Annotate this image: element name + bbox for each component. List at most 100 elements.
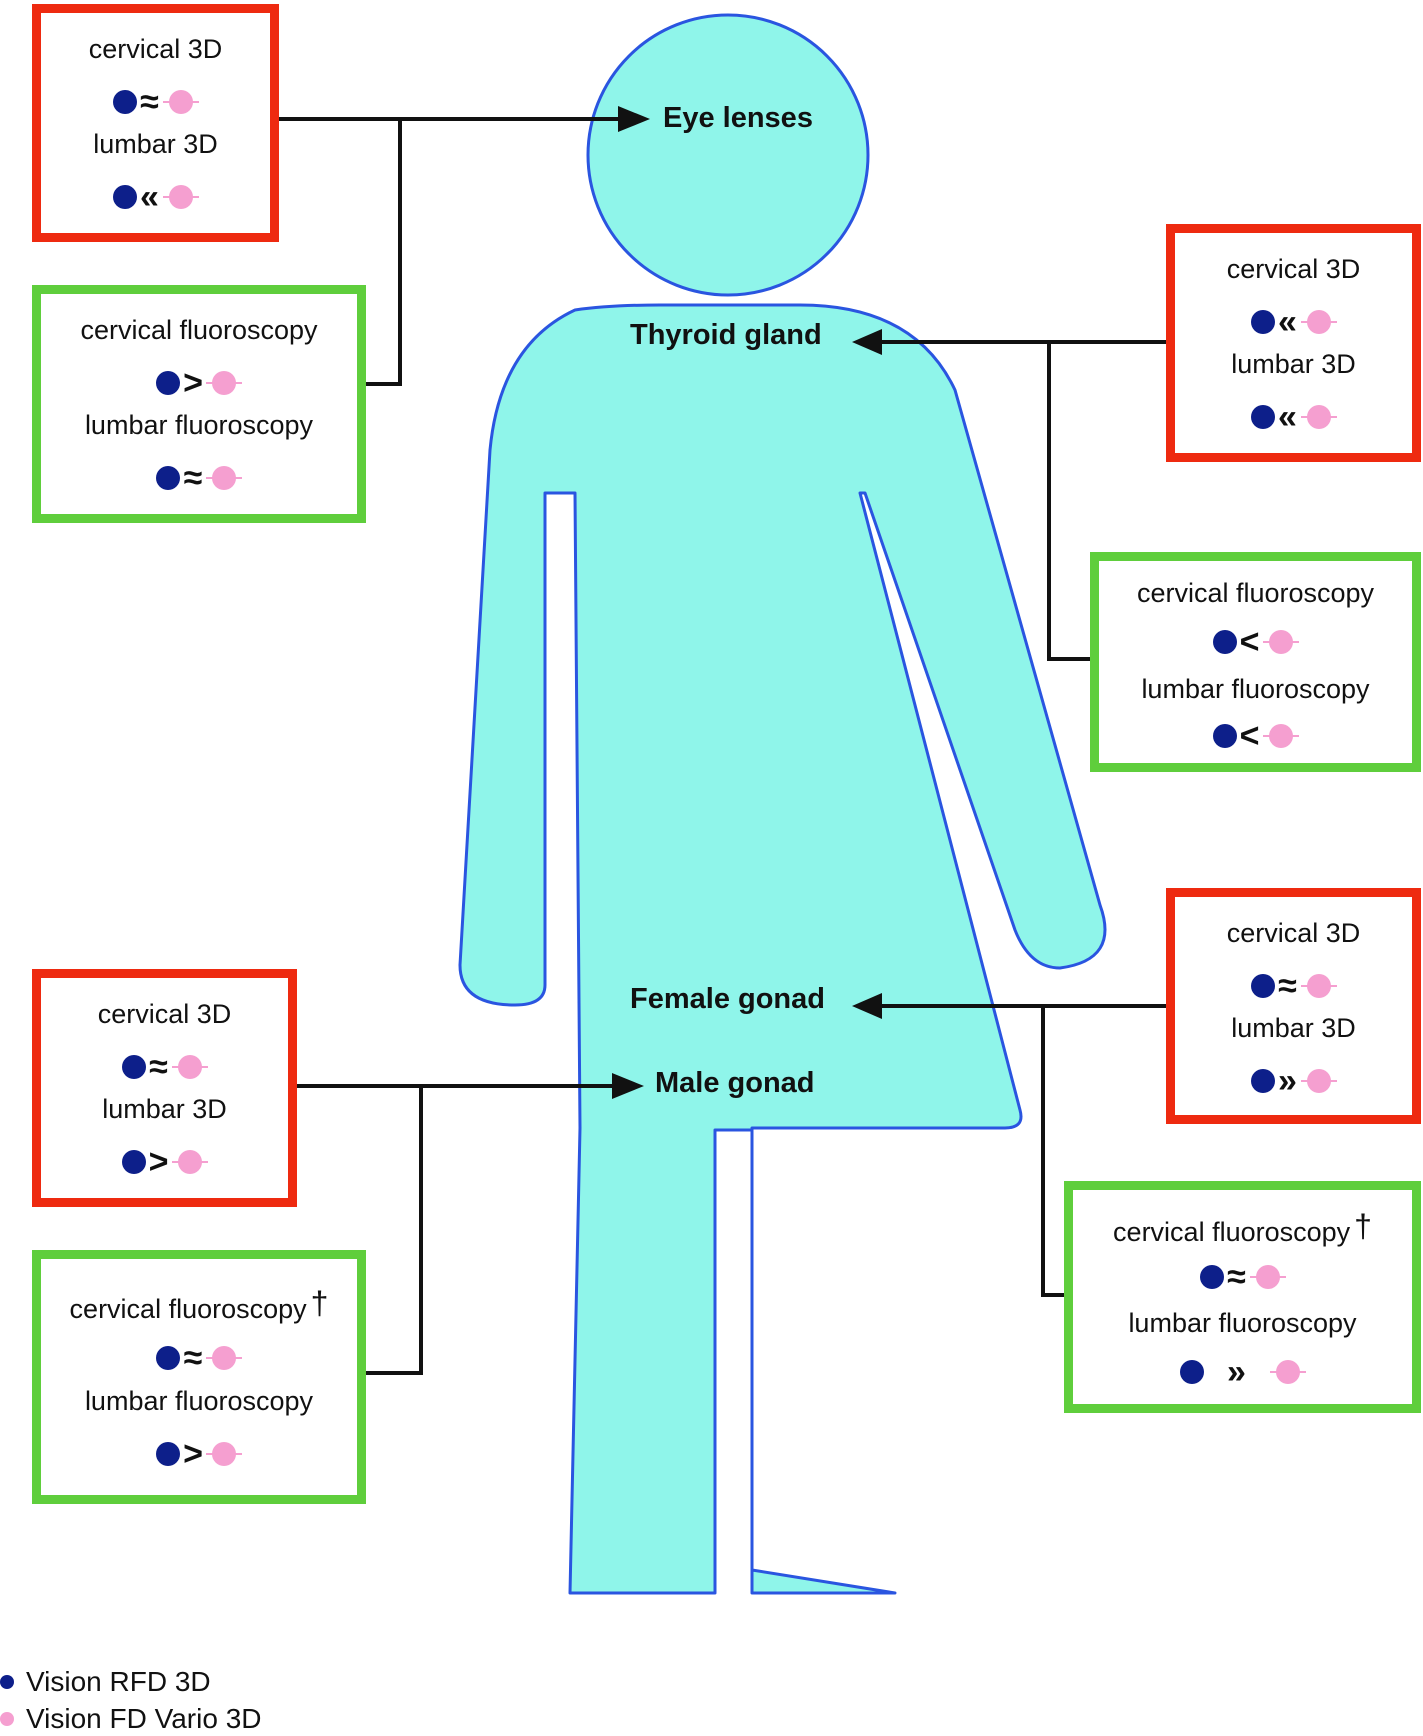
arrowheads — [612, 106, 882, 1099]
box-line-lumbar: lumbar fluoroscopy — [1099, 673, 1412, 705]
box-text: lumbar fluoroscopy — [84, 410, 314, 440]
box-text: lumbar fluoroscopy — [1128, 1308, 1357, 1338]
organ-label-female-gonad: Female gonad — [630, 983, 825, 1015]
connector-male-gonad — [293, 1084, 423, 1375]
torso-shape — [458, 303, 1107, 1595]
fd-vario-dot-icon — [1249, 1265, 1286, 1289]
comparison-symbol: < — [1239, 623, 1260, 661]
comparison-row: ≈ — [1073, 1260, 1412, 1294]
comparison-row: > — [41, 366, 357, 400]
comparison-symbol: » — [1278, 1062, 1297, 1100]
comparison-row: » — [1073, 1355, 1412, 1389]
box-line-cervical: cervical 3D — [1175, 917, 1412, 949]
box-thyroid-fluoroscopy: cervical fluoroscopy < lumbar fluoroscop… — [1090, 552, 1421, 772]
fd-vario-dot-icon — [162, 90, 199, 114]
rfd-legend-dot-icon — [0, 1675, 14, 1689]
comparison-row: « — [41, 180, 270, 214]
comparison-row: ≈ — [41, 85, 270, 119]
rfd-dot-icon — [1250, 310, 1275, 334]
organ-label-thyroid-gland: Thyroid gland — [630, 319, 822, 351]
comparison-row: « — [1175, 305, 1412, 339]
box-line-lumbar: lumbar 3D — [1175, 348, 1412, 380]
box-text: cervical fluoroscopy — [1136, 578, 1375, 608]
rfd-dot-icon — [121, 1055, 146, 1079]
fd-vario-dot-icon — [1300, 310, 1337, 334]
comparison-symbol: ≈ — [183, 459, 203, 497]
box-text: cervical 3D — [1226, 918, 1361, 948]
fd-vario-dot-icon — [171, 1150, 208, 1174]
box-text: lumbar 3D — [1231, 1013, 1356, 1043]
fd-vario-legend-dot-icon — [0, 1712, 14, 1726]
rfd-dot-icon — [1250, 974, 1275, 998]
comparison-row: < — [1099, 719, 1412, 753]
legend-item-rfd: Vision RFD 3D — [0, 1666, 211, 1698]
dagger-mark: † — [1354, 1208, 1372, 1244]
organ-label-eye-lenses: Eye lenses — [663, 102, 813, 134]
box-text: lumbar 3D — [93, 129, 218, 159]
box-line-cervical: cervical fluoroscopy — [41, 314, 357, 346]
comparison-symbol: ≈ — [149, 1048, 168, 1086]
fd-vario-dot-icon — [171, 1055, 208, 1079]
box-line-lumbar: lumbar 3D — [41, 1093, 288, 1125]
box-text: cervical 3D — [97, 999, 232, 1029]
head-shape — [586, 13, 870, 297]
comparison-row: « — [1175, 400, 1412, 434]
box-line-lumbar: lumbar 3D — [41, 128, 270, 160]
comparison-row: > — [41, 1145, 288, 1179]
box-line-lumbar: lumbar fluoroscopy — [41, 1385, 357, 1417]
fd-vario-dot-icon — [206, 466, 242, 490]
connector-eye — [276, 117, 402, 386]
box-female-gonad-3d: cervical 3D ≈ lumbar 3D » — [1166, 888, 1421, 1124]
box-line-cervical: cervical 3D — [1175, 253, 1412, 285]
fd-vario-dot-icon — [1300, 405, 1337, 429]
rfd-dot-icon — [1212, 724, 1237, 748]
rfd-dot-icon — [112, 185, 137, 209]
box-line-cervical: cervical fluoroscopy† — [41, 1287, 357, 1325]
connector-female-gonad — [1041, 1004, 1167, 1297]
box-text: cervical fluoroscopy — [69, 1294, 307, 1324]
connector-lines — [276, 117, 1167, 1375]
rfd-dot-icon — [1250, 405, 1275, 429]
box-line-cervical: cervical fluoroscopy — [1099, 577, 1412, 609]
arrow-female-gonad-icon — [852, 993, 882, 1019]
rfd-dot-icon — [156, 371, 180, 395]
fd-vario-dot-icon — [162, 185, 199, 209]
fd-vario-dot-icon — [206, 1346, 242, 1370]
box-line-lumbar: lumbar fluoroscopy — [41, 409, 357, 441]
box-text: cervical fluoroscopy — [80, 315, 318, 345]
comparison-symbol: ≈ — [140, 83, 159, 121]
box-text: lumbar 3D — [1231, 349, 1356, 379]
arrow-thyroid-icon — [852, 329, 882, 355]
comparison-symbol: « — [1278, 398, 1297, 436]
rfd-dot-icon — [1179, 1360, 1204, 1384]
box-line-lumbar: lumbar 3D — [1175, 1012, 1412, 1044]
box-line-cervical: cervical 3D — [41, 998, 288, 1030]
comparison-symbol: » — [1227, 1353, 1246, 1391]
dagger-mark: † — [310, 1285, 329, 1321]
rfd-dot-icon — [156, 1442, 180, 1466]
rfd-dot-icon — [156, 466, 180, 490]
organ-label-male-gonad: Male gonad — [655, 1067, 815, 1099]
comparison-row: ≈ — [41, 1050, 288, 1084]
arrow-eye-icon — [618, 106, 650, 132]
fd-vario-dot-icon — [1300, 974, 1337, 998]
box-line-lumbar: lumbar fluoroscopy — [1073, 1307, 1412, 1339]
box-text: cervical fluoroscopy — [1113, 1217, 1351, 1247]
box-text: lumbar fluoroscopy — [84, 1386, 314, 1416]
fd-vario-dot-icon — [1269, 1360, 1306, 1384]
comparison-row: » — [1175, 1064, 1412, 1098]
legend-label: Vision FD Vario 3D — [26, 1703, 262, 1734]
connector-thyroid — [1047, 340, 1167, 661]
comparison-symbol: ≈ — [1227, 1258, 1246, 1296]
box-text: lumbar 3D — [102, 1094, 227, 1124]
box-female-gonad-fluoroscopy: cervical fluoroscopy† ≈ lumbar fluorosco… — [1064, 1181, 1421, 1413]
box-thyroid-3d: cervical 3D « lumbar 3D « — [1166, 224, 1421, 462]
box-eye-3d: cervical 3D ≈ lumbar 3D « — [32, 4, 279, 242]
comparison-row: > — [41, 1437, 357, 1471]
comparison-symbol: < — [1239, 717, 1260, 755]
comparison-symbol: ≈ — [183, 1339, 203, 1377]
comparison-symbol: > — [148, 1143, 169, 1181]
fd-vario-dot-icon — [206, 1442, 242, 1466]
